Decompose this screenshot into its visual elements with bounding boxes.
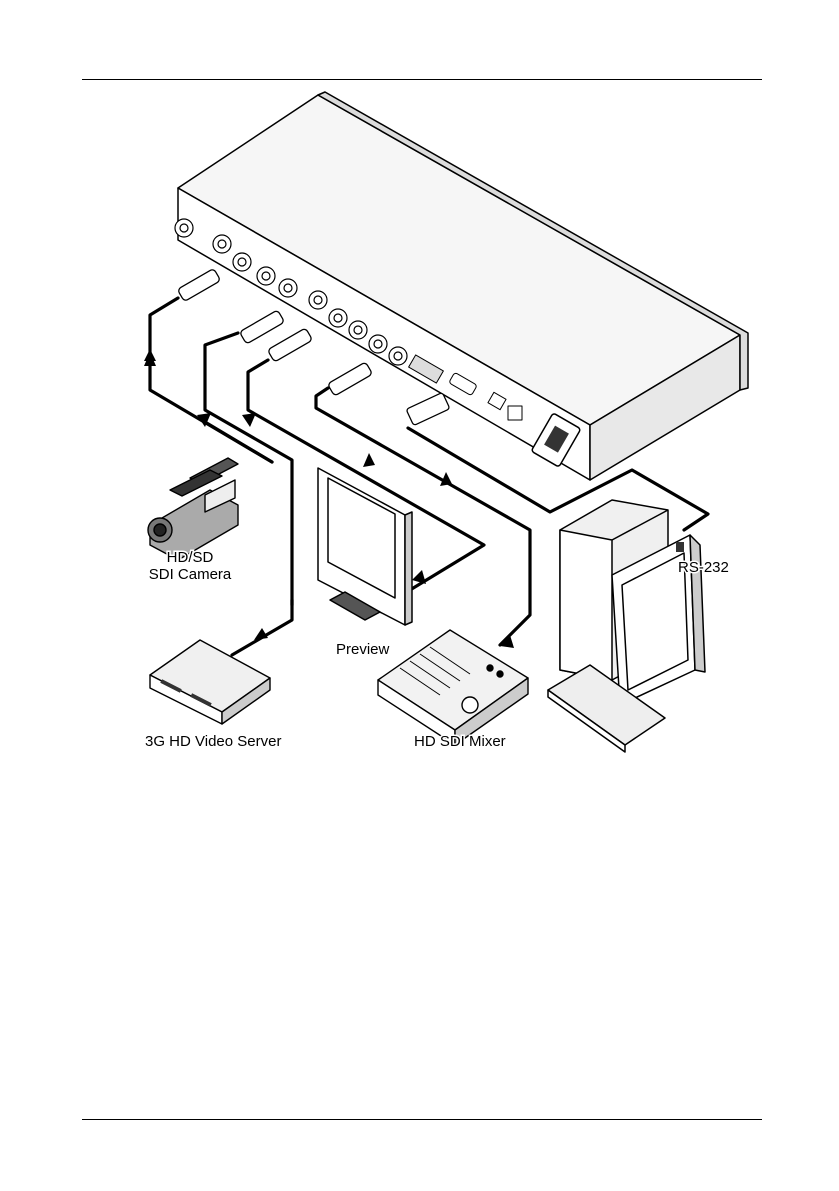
mixer-icon [378,630,528,745]
monitor-icon [318,468,412,625]
device-unit [175,92,748,480]
camera-label-line2: SDI Camera [149,566,232,583]
video-server-icon [150,640,270,724]
mixer-label: HD SDI Mixer [414,733,506,750]
camera-label-line1: HD/SD [167,549,214,566]
camera-icon [148,458,238,560]
rs232-label: RS-232 [678,559,729,576]
video-server-label: 3G HD Video Server [145,733,281,750]
computer-icon [548,500,705,752]
preview-label: Preview [336,641,390,658]
